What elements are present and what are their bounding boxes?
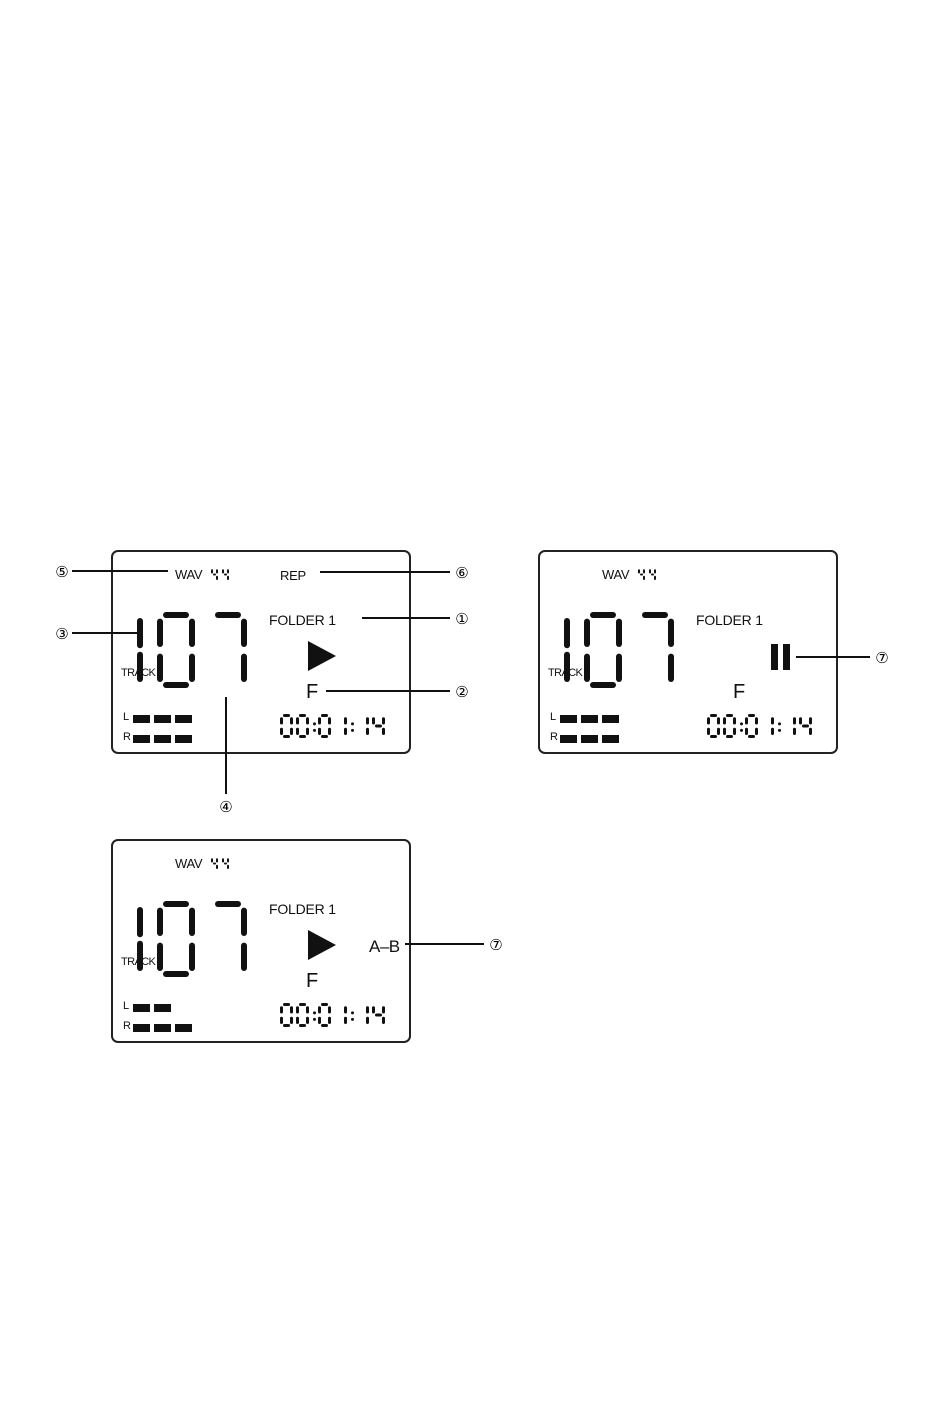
svg-text:⑥: ⑥	[455, 564, 468, 582]
svg-text:③: ③	[55, 625, 68, 643]
callout-4: ④	[214, 794, 238, 818]
callout-2: ②	[450, 679, 474, 703]
svg-text:⑦: ⑦	[489, 936, 502, 954]
callout-1: ①	[450, 606, 474, 630]
svg-text:⑤: ⑤	[55, 563, 68, 581]
callout-6: ⑥	[450, 560, 474, 584]
callout-3: ③	[50, 621, 74, 645]
svg-text:②: ②	[455, 683, 468, 701]
callout-7-ab: ⑦	[484, 932, 508, 956]
svg-text:①: ①	[455, 610, 468, 628]
svg-text:④: ④	[219, 798, 232, 816]
svg-text:⑦: ⑦	[875, 649, 888, 667]
callout-7: ⑦	[870, 645, 894, 669]
callout-5: ⑤	[50, 559, 74, 583]
